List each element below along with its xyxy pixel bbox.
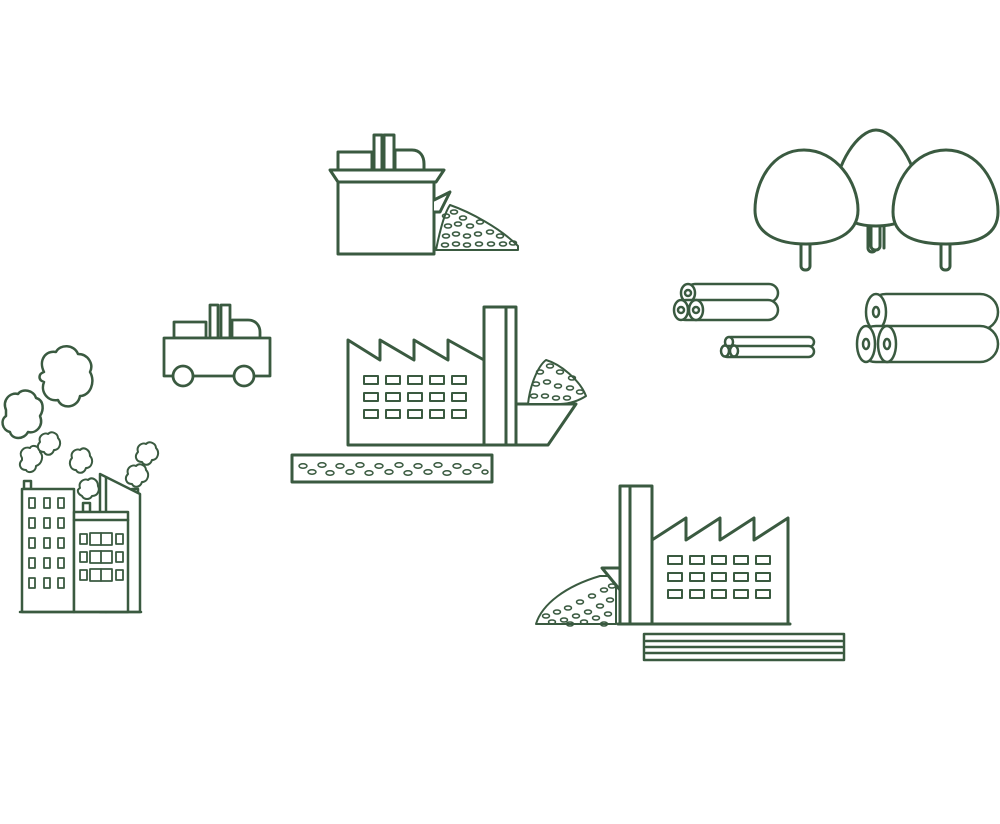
wood-board-stack-icon (642, 632, 846, 662)
city-buildings-icon (1, 345, 160, 614)
log-pile-icon (672, 282, 1000, 364)
pellet-transport-truck-icon (162, 303, 272, 388)
wood-pellet-factory-icon (290, 305, 587, 484)
forest-icon (753, 128, 1000, 272)
wood-chipper-icon (328, 133, 519, 256)
paper-mill-factory-icon (535, 484, 792, 627)
